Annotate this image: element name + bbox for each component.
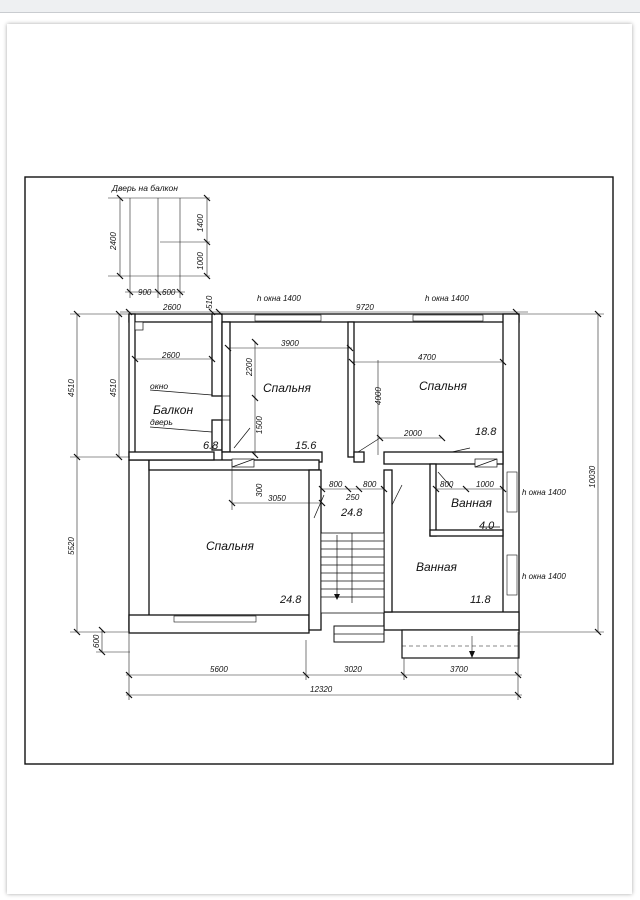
window-height-top-right: h окна 1400 (425, 294, 469, 303)
dim-9720: 9720 (356, 303, 374, 312)
room-bedroom-1-name: Спальня (263, 381, 311, 395)
viewer-toolbar (0, 0, 640, 13)
dim-300: 300 (255, 483, 264, 497)
dim-250: 250 (345, 493, 360, 502)
dim-800-a: 800 (329, 480, 343, 489)
dim-12320: 12320 (310, 685, 333, 694)
dim-4510-outer: 4510 (67, 379, 76, 397)
door-swings (222, 395, 471, 519)
room-bedroom-2-name: Спальня (419, 379, 467, 393)
window-note: окно (150, 381, 168, 391)
room-bedroom-2-area: 18.8 (475, 426, 497, 438)
room-bath-small-name: Ванная (451, 496, 493, 510)
staircase (320, 532, 385, 614)
room-balcony-area: 6.8 (203, 440, 219, 452)
room-bath-large-name: Ванная (416, 560, 458, 574)
dim-3900: 3900 (281, 339, 299, 348)
room-hall-area: 24.8 (340, 507, 363, 519)
dim-800-b: 800 (363, 480, 377, 489)
room-bath-small-area: 4.0 (479, 520, 495, 532)
dimension-lines (70, 308, 604, 700)
dim-1000: 1000 (476, 480, 494, 489)
detail-dim-1000: 1000 (196, 252, 205, 270)
dim-2600-top: 2600 (162, 303, 181, 312)
dim-4000: 4000 (374, 387, 383, 405)
room-labels: окно дверь Балкон 6.8 Спальня 15.6 Спаль… (150, 379, 497, 606)
dim-2200: 2200 (245, 358, 254, 377)
balcony-door-detail: Дверь на балкон 2400 1400 1000 900 600 (108, 183, 211, 298)
room-bedroom-3-name: Спальня (206, 539, 254, 553)
detail-dim-2400: 2400 (109, 232, 118, 251)
dim-3020: 3020 (344, 665, 362, 674)
dim-4700: 4700 (418, 353, 436, 362)
dim-2600-balcony: 2600 (161, 351, 180, 360)
detail-dim-1400: 1400 (196, 214, 205, 232)
window-height-top-left: h окна 1400 (257, 294, 301, 303)
room-bedroom-3-area: 24.8 (279, 594, 302, 606)
dim-3700: 3700 (450, 665, 468, 674)
dim-510: 510 (205, 295, 214, 309)
window-height-right-upper: h окна 1400 (522, 488, 566, 497)
detail-dim-900: 900 (138, 288, 152, 297)
detail-title: Дверь на балкон (111, 183, 178, 193)
room-bedroom-1-area: 15.6 (295, 440, 317, 452)
dimension-labels: 2600 510 h окна 1400 9720 h окна 1400 26… (67, 294, 597, 694)
window-height-right-lower: h окна 1400 (522, 572, 566, 581)
door-note: дверь (150, 417, 173, 427)
dim-800-c: 800 (440, 480, 454, 489)
detail-dim-600: 600 (162, 288, 176, 297)
room-bath-large-area: 11.8 (470, 594, 491, 606)
dim-10030: 10030 (588, 465, 597, 488)
dim-5520: 5520 (67, 537, 76, 555)
walls (128, 313, 520, 659)
dim-2000: 2000 (403, 429, 422, 438)
dim-600: 600 (92, 634, 101, 648)
room-balcony-name: Балкон (153, 403, 193, 417)
dim-1500: 1500 (255, 416, 264, 434)
dim-3050: 3050 (268, 494, 286, 503)
dim-5600: 5600 (210, 665, 228, 674)
dim-4510-inner: 4510 (109, 379, 118, 397)
